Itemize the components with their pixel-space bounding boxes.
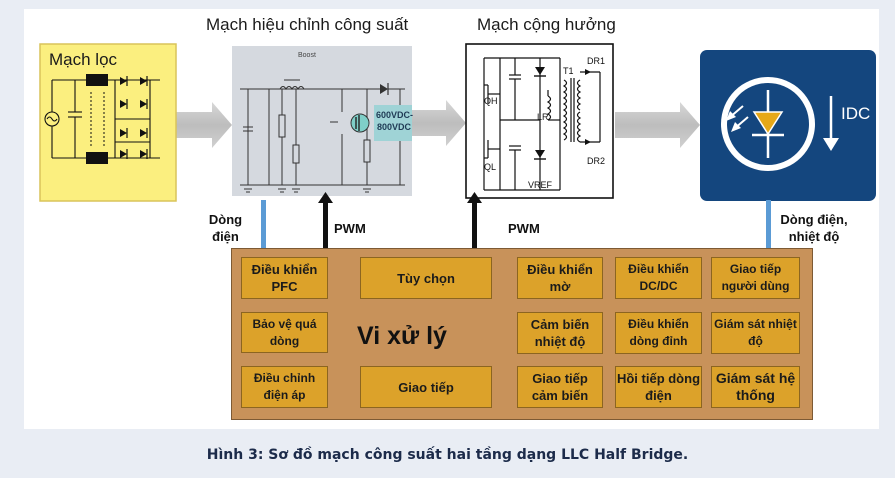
block-options: Tùy chọn (360, 257, 492, 299)
block-voltage-regulation: Điều chỉnh điện áp (241, 366, 328, 408)
resonant-title: Mạch cộng hưởng (477, 15, 616, 34)
block-current-feedback: Hồi tiếp dòng điện (615, 366, 702, 408)
current-temp-label: Dòng điện, nhiệt độ (780, 212, 848, 244)
idc-label: IDC (841, 104, 871, 123)
pfc-title: Mạch hiệu chỉnh công suất (206, 15, 409, 34)
lr-label: LR (537, 112, 549, 122)
dr1-label: DR1 (587, 56, 606, 66)
pwm-arrow-2 (467, 192, 482, 203)
block-user-interface: Giao tiếp người dùng (711, 257, 800, 299)
temp-feedback-line (766, 200, 771, 250)
block-system-monitor: Giám sát hệ thống (711, 366, 800, 408)
pfc-block (232, 46, 412, 196)
qh-label: QH (484, 96, 498, 106)
filter-title: Mạch lọc (49, 50, 118, 69)
t1-label: T1 (563, 66, 574, 76)
figure-caption: Hình 3: Sơ đồ mạch công suất hai tầng dạ… (206, 447, 689, 463)
vref-label: VREF (528, 180, 553, 190)
block-overcurrent: Bảo vệ quá dòng (241, 312, 328, 353)
current-label: Dòng điện (208, 212, 243, 244)
pwm-label-2: PWM (508, 221, 540, 236)
flow-arrow-1 (176, 102, 232, 148)
block-temp-monitor: Giám sát nhiệt độ (711, 312, 800, 354)
flow-arrow-2 (412, 100, 466, 146)
pwm-line-2 (472, 200, 477, 250)
current-feedback-line (261, 200, 266, 250)
led-block (700, 50, 876, 201)
block-temp-sensor: Cảm biến nhiệt độ (517, 312, 603, 354)
block-dcdc-control: Điều khiển DC/DC (615, 257, 702, 299)
block-fuzzy-control: Điều khiển mờ (517, 257, 603, 299)
block-pfc-control: Điều khiển PFC (241, 257, 328, 299)
resonant-block (465, 43, 614, 199)
block-sensor-interface: Giao tiếp cảm biến (517, 366, 603, 408)
pwm-line-1 (323, 200, 328, 250)
pwm-label-1: PWM (334, 221, 366, 236)
block-peak-current: Điều khiển dòng đỉnh (615, 312, 702, 354)
flow-arrow-3 (615, 102, 700, 148)
block-communication: Giao tiếp (360, 366, 492, 408)
boost-label: Boost (298, 52, 316, 59)
pwm-arrow-1 (318, 192, 333, 203)
filter-block (39, 43, 177, 202)
ql-label: QL (484, 162, 497, 172)
mcu-center-label: Vi xử lý (357, 322, 447, 350)
dr2-label: DR2 (587, 156, 606, 166)
voltage-label: 600VDC-800VDC (376, 110, 414, 132)
